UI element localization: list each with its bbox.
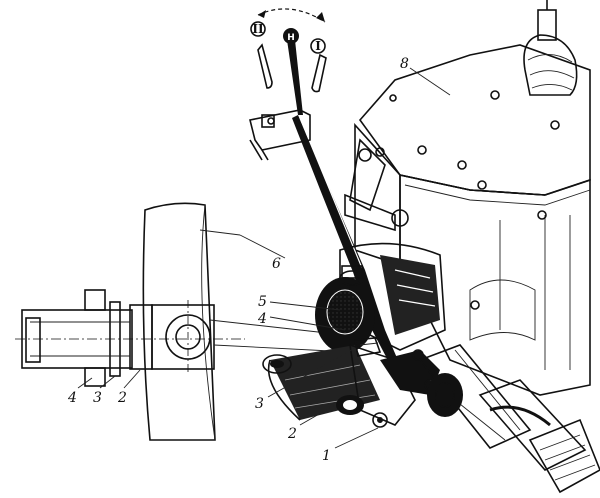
reverse-marker	[250, 21, 266, 37]
shift-mechanism	[262, 242, 446, 428]
label-forward: I	[315, 39, 321, 53]
section-callout-3: 3	[93, 390, 102, 406]
forward-marker	[310, 38, 326, 54]
section-callout-2: 2	[117, 390, 127, 406]
callout-5: 5	[258, 294, 267, 310]
callout-1: 1	[322, 448, 331, 464]
label-reverse: II	[252, 22, 264, 36]
leader-lines	[77, 67, 451, 449]
callout-3: 3	[255, 396, 264, 412]
output-shaft	[418, 344, 600, 494]
callout-labels: 8 6 5 4 3 2 1 4 3 2	[67, 56, 409, 464]
callout-4: 4	[257, 311, 267, 327]
callout-2: 2	[287, 426, 297, 442]
label-neutral: Н	[287, 33, 295, 43]
callout-6: 6	[272, 256, 281, 272]
gearbox-housing	[344, 0, 591, 396]
position-labels: II Н I	[250, 21, 326, 54]
callout-8: 8	[400, 56, 409, 72]
section-callout-4: 4	[67, 390, 77, 406]
section-view	[15, 289, 351, 387]
frame-member	[142, 202, 216, 441]
